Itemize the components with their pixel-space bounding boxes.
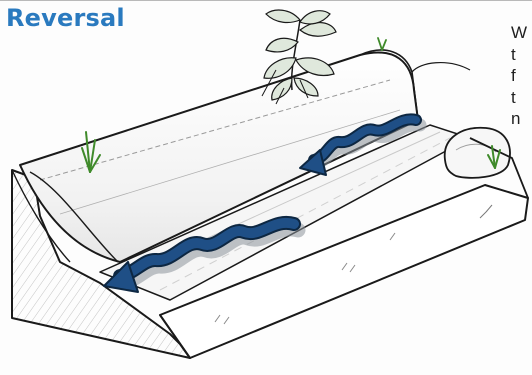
grass-tuft-icon <box>378 38 386 50</box>
